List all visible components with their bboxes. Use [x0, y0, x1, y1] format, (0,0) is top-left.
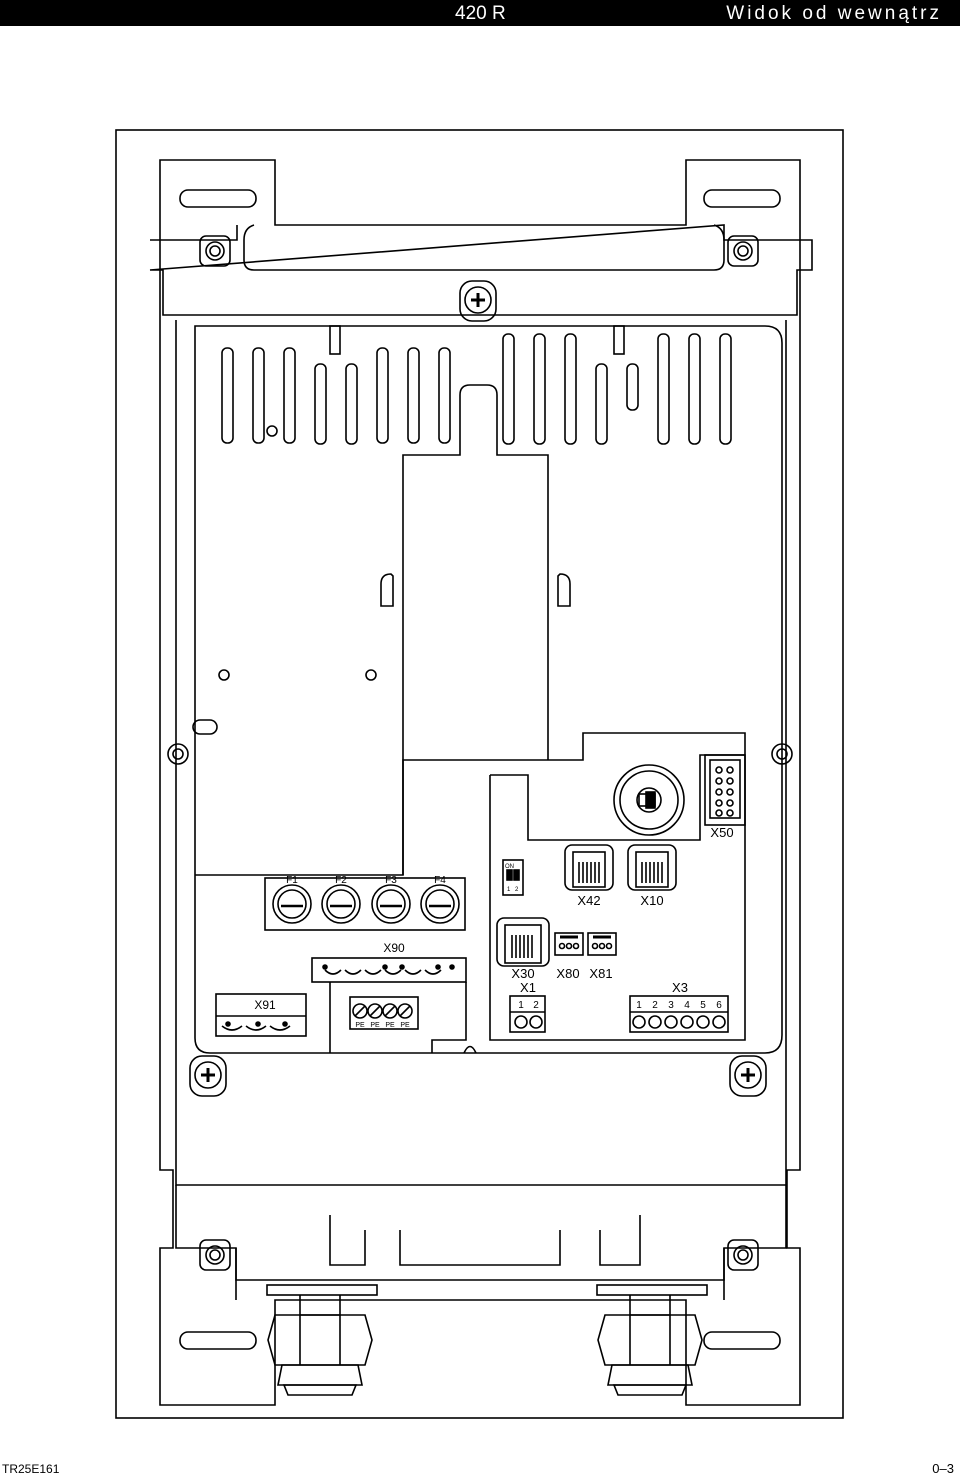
label-dip-on: ON [505, 864, 514, 870]
x3-pin: 3 [668, 1000, 674, 1011]
label-f1: F1 [286, 875, 298, 886]
label-x3: X3 [672, 980, 688, 995]
screws [189, 280, 767, 1097]
label-x81: X81 [589, 966, 612, 981]
x3-pin: 4 [684, 1000, 690, 1011]
label-f3: F3 [385, 875, 397, 886]
label-x50: X50 [710, 825, 733, 840]
header-bar: 420 R Widok od wewnątrz [0, 0, 960, 26]
pcb-plate [192, 325, 783, 1054]
label-x1: X1 [520, 980, 536, 995]
label-x91: X91 [254, 998, 276, 1012]
label-x42: X42 [577, 893, 600, 908]
label-f4: F4 [434, 875, 446, 886]
label-x10: X10 [640, 893, 663, 908]
label-pe-3: PE [385, 1022, 395, 1029]
document-code: TR25E161 [2, 1462, 60, 1476]
outer-frame [115, 129, 844, 1419]
label-x30: X30 [511, 966, 534, 981]
control-board [489, 754, 746, 1041]
label-dip-2: 2 [515, 887, 519, 893]
housing [149, 159, 813, 1406]
label-x90: X90 [383, 941, 405, 955]
x3-pin: 5 [700, 1000, 706, 1011]
component-labels: F1 F2 F3 F4 X90 X91 PE PE PE PE ON 1 2 X… [254, 825, 733, 1029]
page-number: 0–3 [932, 1461, 954, 1476]
page-title: Widok od wewnątrz [726, 3, 942, 24]
x1-pin: 2 [533, 1000, 539, 1011]
x3-pin: 2 [652, 1000, 658, 1011]
label-dip-1: 1 [507, 887, 511, 893]
label-pe-4: PE [400, 1022, 410, 1029]
fuse-board [215, 877, 477, 1054]
model-title: 420 R [455, 3, 506, 24]
label-pe-1: PE [355, 1022, 365, 1029]
label-x80: X80 [556, 966, 579, 981]
mounting-holes [167, 235, 793, 1271]
label-pe-2: PE [370, 1022, 380, 1029]
x3-pin: 1 [636, 1000, 642, 1011]
label-f2: F2 [335, 875, 347, 886]
cable-glands [266, 1284, 708, 1396]
x3-pin: 6 [716, 1000, 722, 1011]
x1-pin: 1 [518, 1000, 524, 1011]
